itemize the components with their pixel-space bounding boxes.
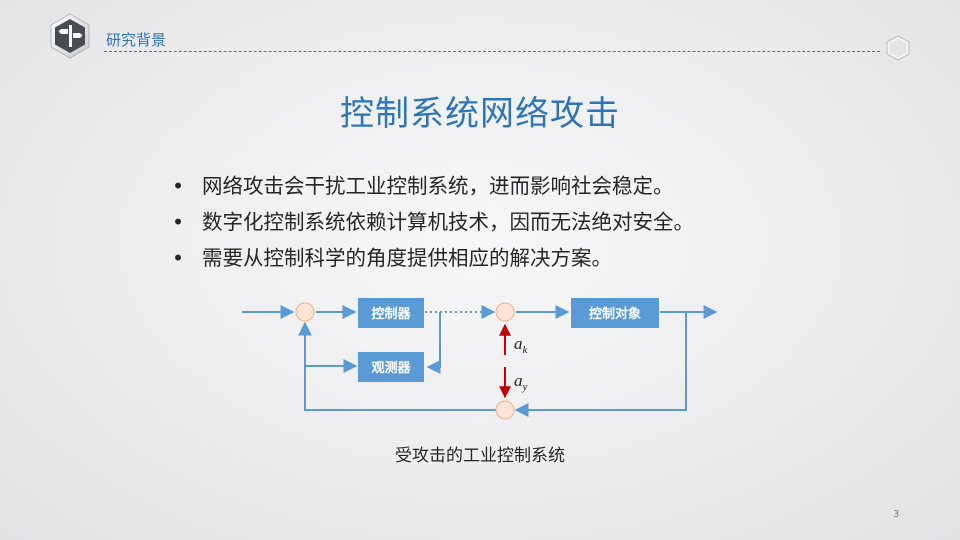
section-label: 研究背景 [106,31,167,49]
sensor-attack-label: ay [514,371,528,393]
summing-junction [295,302,315,322]
plant-label: 控制对象 [589,306,641,322]
page-number: 3 [893,509,900,520]
sensor-attack-symbol: a [514,371,523,390]
feedback-return-line [298,321,496,411]
actuator-attack-junction [495,302,515,322]
feedback-path-line [514,312,687,417]
bullet-item: • 网络攻击会干扰工业控制系统，进而影响社会稳定。 [172,168,694,204]
controller-block [358,298,424,328]
bullet-list: • 网络攻击会干扰工业控制系统，进而影响社会稳定。 • 数字化控制系统依赖计算机技术… [172,168,694,276]
bullet-text: 数字化控制系统依赖计算机技术，因而无法绝对安全。 [202,210,694,234]
bullet-text: 需要从控制科学的角度提供相应的解决方案。 [202,246,612,270]
hexagon-decoration-icon [886,35,910,61]
observer-label: 观测器 [371,360,411,376]
bullet-text: 网络攻击会干扰工业控制系统，进而影响社会稳定。 [202,174,674,198]
header-divider [104,51,880,52]
diagram-caption: 受攻击的工业控制系统 [395,446,565,466]
bullet-marker: • [172,174,185,198]
bullet-marker: • [172,246,185,270]
bullet-marker: • [172,210,185,234]
observer-block [358,352,424,382]
sensor-attack-junction [495,400,515,420]
controller-to-observer-line [426,312,441,374]
actuator-attack-label: ak [514,334,529,356]
controller-label: 控制器 [371,306,411,322]
actuator-attack-subscript: k [523,344,529,356]
bullet-item: • 需要从控制科学的角度提供相应的解决方案。 [172,240,694,276]
slide-title: 控制系统网络攻击 [340,94,620,134]
plant-block [571,298,659,328]
actuator-attack-symbol: a [514,334,523,353]
bullet-item: • 数字化控制系统依赖计算机技术，因而无法绝对安全。 [172,204,694,240]
signpost-logo-icon [50,13,90,59]
sensor-attack-subscript: y [522,381,528,393]
